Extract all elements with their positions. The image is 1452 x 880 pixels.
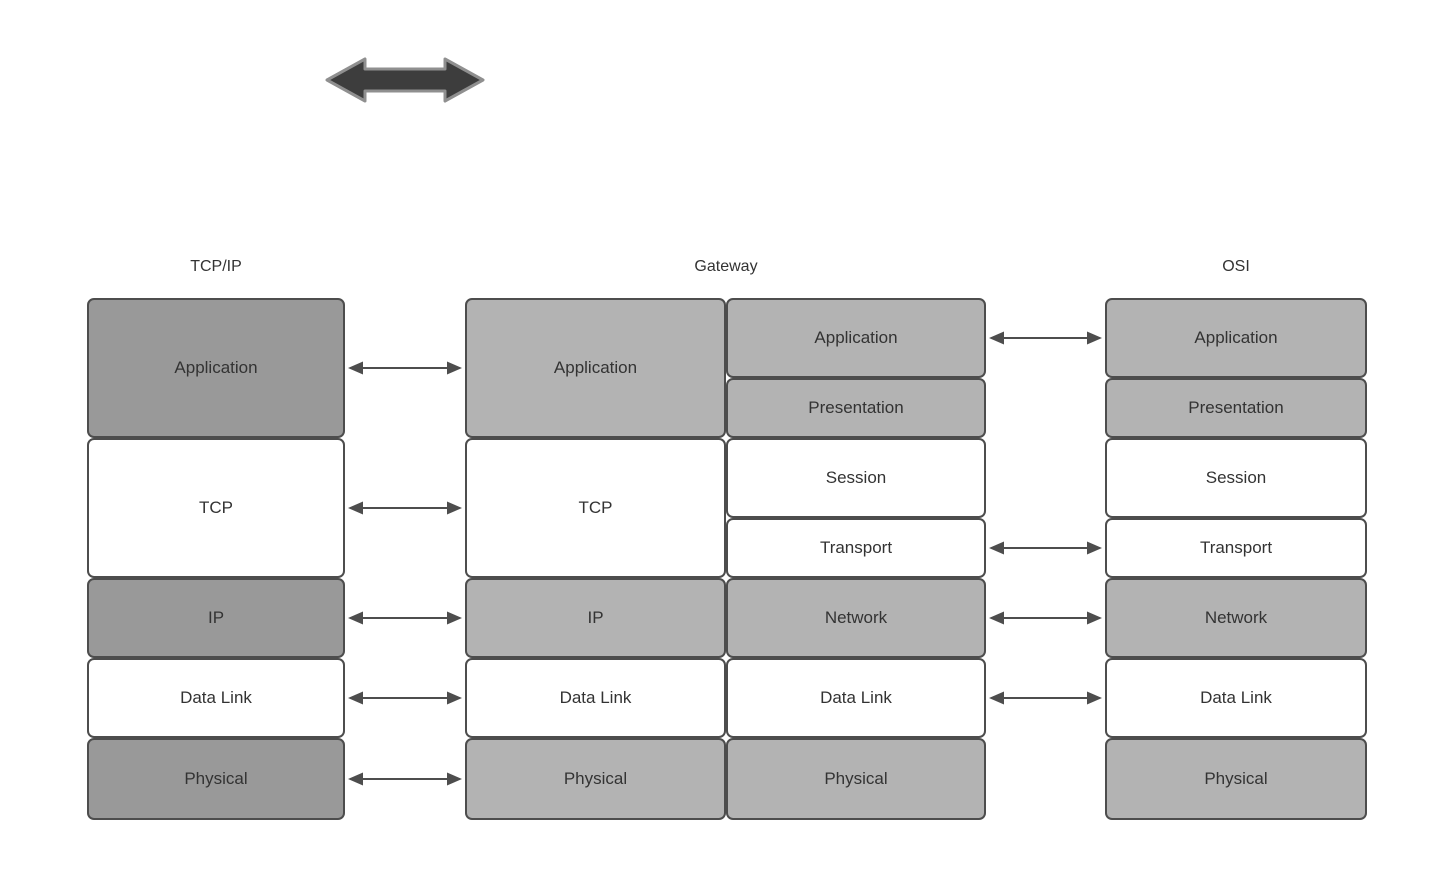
tcpip-layer-physical[interactable]: Physical <box>87 738 345 820</box>
osi-layer-session[interactable]: Session <box>1105 438 1367 518</box>
column-title-tcpip: TCP/IP <box>190 258 242 275</box>
gateway-right-layer-application[interactable]: Application <box>726 298 986 378</box>
gateway-left-layer-ip[interactable]: IP <box>465 578 726 658</box>
osi-layer-application[interactable]: Application <box>1105 298 1367 378</box>
gateway-right-layer-transport[interactable]: Transport <box>726 518 986 578</box>
osi-layer-network[interactable]: Network <box>1105 578 1367 658</box>
gateway-right-layer-network[interactable]: Network <box>726 578 986 658</box>
gateway-right-layer-data-link[interactable]: Data Link <box>726 658 986 738</box>
tcpip-layer-ip[interactable]: IP <box>87 578 345 658</box>
gateway-right-layer-physical[interactable]: Physical <box>726 738 986 820</box>
osi-layer-data-link[interactable]: Data Link <box>1105 658 1367 738</box>
osi-layer-presentation[interactable]: Presentation <box>1105 378 1367 438</box>
osi-layer-transport[interactable]: Transport <box>1105 518 1367 578</box>
gateway-left-layer-physical[interactable]: Physical <box>465 738 726 820</box>
gateway-left-layer-application[interactable]: Application <box>465 298 726 438</box>
gateway-left-layer-data-link[interactable]: Data Link <box>465 658 726 738</box>
column-title-osi: OSI <box>1222 258 1250 275</box>
gateway-right-layer-session[interactable]: Session <box>726 438 986 518</box>
tcpip-layer-tcp[interactable]: TCP <box>87 438 345 578</box>
tcpip-layer-application[interactable]: Application <box>87 298 345 438</box>
gateway-left-layer-tcp[interactable]: TCP <box>465 438 726 578</box>
gateway-right-layer-presentation[interactable]: Presentation <box>726 378 986 438</box>
tcpip-layer-data-link[interactable]: Data Link <box>87 658 345 738</box>
osi-layer-physical[interactable]: Physical <box>1105 738 1367 820</box>
column-title-gateway: Gateway <box>694 258 758 275</box>
